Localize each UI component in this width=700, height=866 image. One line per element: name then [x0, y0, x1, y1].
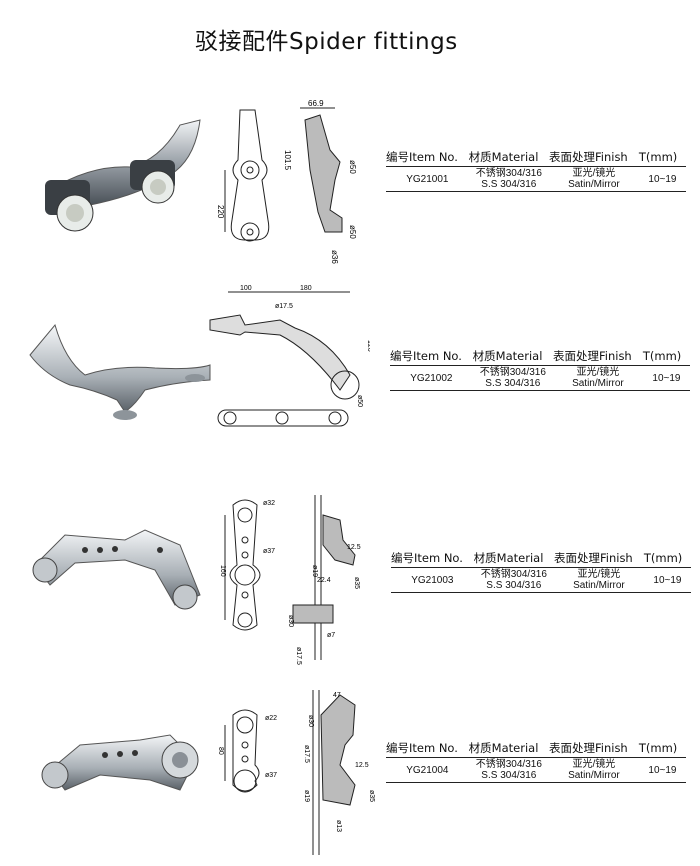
spec-header-row: 编号Item No. 材质Material 表面处理Finish T(mm): [391, 550, 691, 568]
col-item-no: 编号Item No.: [390, 348, 473, 366]
dim-label: ø50: [356, 395, 363, 407]
col-finish: 表面处理Finish: [553, 550, 644, 568]
dim-label: ø17.5: [303, 745, 310, 763]
col-material: 材质Material: [468, 740, 549, 758]
dim-label: ø17.5: [295, 647, 302, 665]
col-item-no: 编号Item No.: [386, 149, 469, 167]
dim-label: 66.9: [308, 100, 324, 108]
item-no: YG21003: [411, 574, 454, 586]
dim-label: 47: [333, 692, 341, 699]
dim-label: 180: [300, 285, 312, 292]
col-thickness: T(mm): [643, 550, 691, 568]
spec-header-row: 编号Item No. 材质Material 表面处理Finish T(mm): [386, 740, 686, 758]
page-title: 驳接配件Spider fittings: [195, 29, 458, 55]
spec-table: 编号Item No. 材质Material 表面处理Finish T(mm) Y…: [386, 149, 686, 192]
item-no: YG21001: [406, 173, 449, 185]
dim-label: ø37: [263, 548, 275, 555]
col-finish: 表面处理Finish: [548, 740, 639, 758]
dim-label: 80: [217, 747, 224, 755]
product-block-3: ø32 ø37 160 12.5 ø19 22.4 ø35 ø30 ø17.5 …: [0, 485, 700, 675]
product-photo: [32, 529, 201, 610]
dim-label: ø7: [327, 632, 335, 639]
spec-header-row: 编号Item No. 材质Material 表面处理Finish T(mm): [390, 348, 690, 366]
technical-drawing: ø22 ø37 80 47 ø30 ø17.5 12.5 ø19 ø35 ø13: [217, 690, 375, 855]
dim-label: ø36: [330, 250, 339, 264]
technical-drawing: 66.9 101.5 220 ø50 ø50 ø36: [216, 100, 357, 264]
dim-label: ø22: [265, 715, 277, 722]
dim-label: 22.4: [317, 577, 331, 584]
col-material: 材质Material: [473, 550, 554, 568]
dim-label: 160: [219, 565, 226, 577]
spec-table: 编号Item No. 材质Material 表面处理Finish T(mm) Y…: [386, 740, 686, 783]
technical-drawing: ø32 ø37 160 12.5 ø19 22.4 ø35 ø30 ø17.5 …: [219, 495, 361, 665]
col-material: 材质Material: [468, 149, 549, 167]
product-photo: [41, 734, 199, 791]
spec-table: 编号Item No. 材质Material 表面处理Finish T(mm) Y…: [390, 348, 690, 391]
dim-label: ø13: [335, 820, 342, 832]
dim-label: ø30: [287, 615, 294, 627]
thickness: 10~19: [652, 372, 681, 384]
dim-label: 12.5: [347, 544, 361, 551]
product-block-2: 100 180 ø17.5 120 ø50 编号Item No. 材质Mater…: [0, 280, 700, 460]
col-item-no: 编号Item No.: [386, 740, 469, 758]
spec-table: 编号Item No. 材质Material 表面处理Finish T(mm) Y…: [391, 550, 691, 593]
dim-label: ø35: [353, 577, 360, 589]
dim-label: 12.5: [355, 762, 369, 769]
col-item-no: 编号Item No.: [391, 550, 474, 568]
dim-label: ø30: [307, 715, 314, 727]
dim-label: ø37: [265, 772, 277, 779]
col-thickness: T(mm): [642, 348, 690, 366]
thickness: 10~19: [648, 173, 677, 185]
col-thickness: T(mm): [638, 149, 686, 167]
col-material: 材质Material: [472, 348, 553, 366]
col-finish: 表面处理Finish: [548, 149, 639, 167]
product-block-4: ø22 ø37 80 47 ø30 ø17.5 12.5 ø19 ø35 ø13…: [0, 685, 700, 866]
dim-label: 100: [240, 285, 252, 292]
dim-label: ø19: [303, 790, 310, 802]
dim-label: 120: [366, 340, 370, 352]
dim-label: ø35: [368, 790, 375, 802]
product-photo: [45, 119, 201, 232]
thickness: 10~19: [653, 574, 682, 586]
col-thickness: T(mm): [638, 740, 686, 758]
thickness: 10~19: [648, 764, 677, 776]
dim-label: ø19: [311, 565, 318, 577]
technical-drawing: 100 180 ø17.5 120 ø50: [209, 285, 370, 427]
dim-label: 101.5: [283, 150, 292, 171]
item-no: YG21002: [410, 372, 453, 384]
product-block-1: 66.9 101.5 220 ø50 ø50 ø36 编号Item No. 材质…: [0, 100, 700, 280]
item-no: YG21004: [406, 764, 449, 776]
dim-label: 220: [216, 205, 225, 219]
spec-header-row: 编号Item No. 材质Material 表面处理Finish T(mm): [386, 149, 686, 167]
dim-label: ø50: [348, 160, 357, 174]
col-finish: 表面处理Finish: [552, 348, 643, 366]
dim-label: ø17.5: [275, 303, 293, 310]
product-photo: [29, 323, 211, 420]
dim-label: ø50: [348, 225, 357, 239]
dim-label: ø32: [263, 500, 275, 507]
